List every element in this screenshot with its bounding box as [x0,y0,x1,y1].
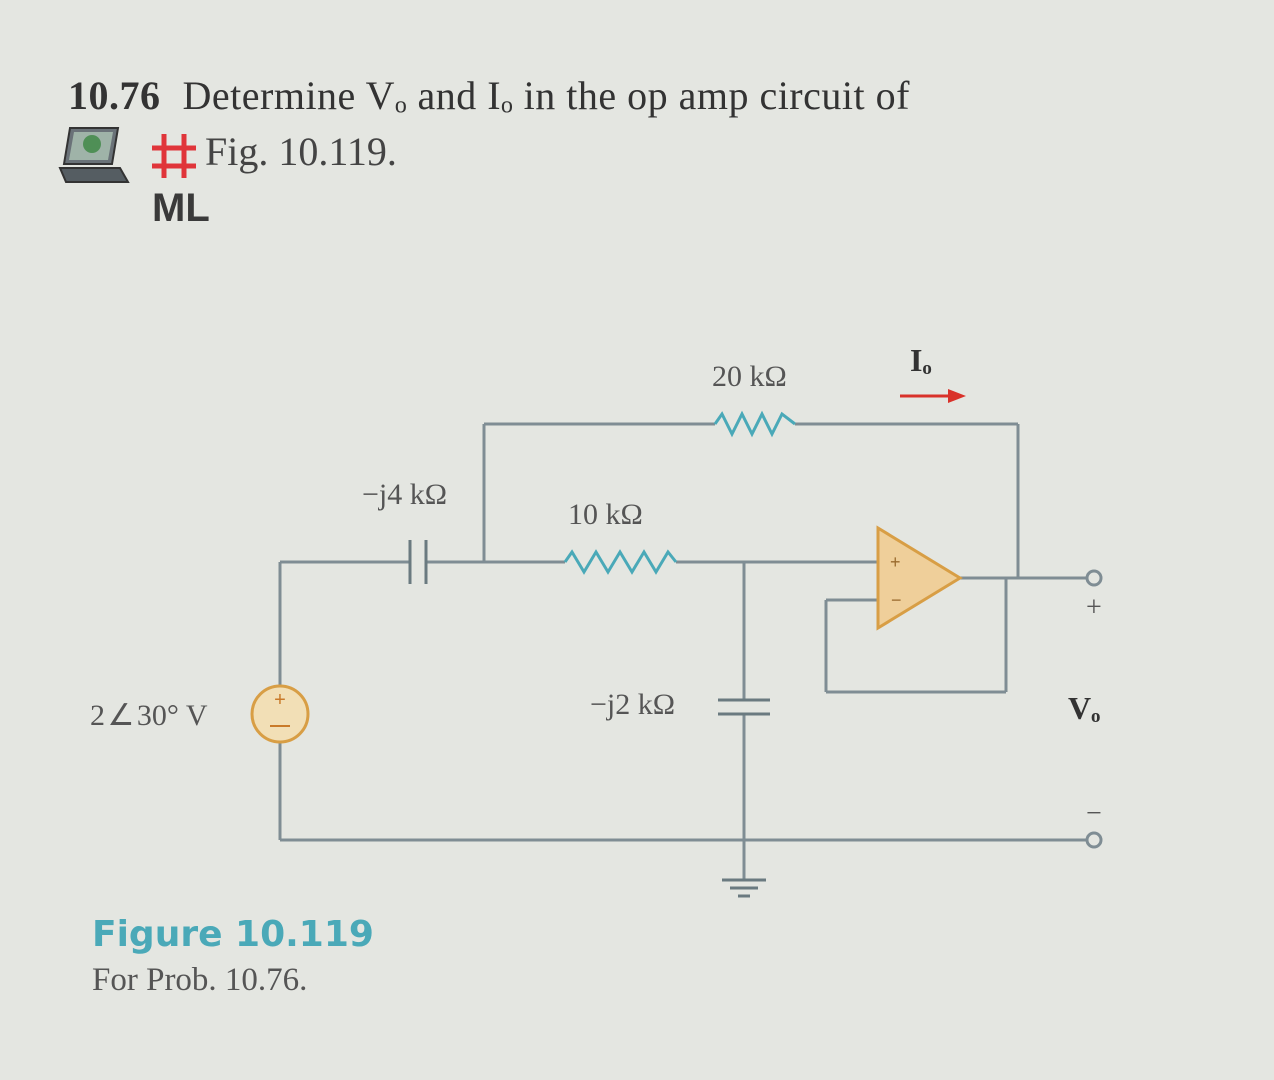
capacitor-j2k [718,698,770,716]
hash-icon [152,134,196,178]
current-label: Iₒ [910,342,932,378]
capacitor-j4k [408,540,428,584]
resistor-20k-label: 20 kΩ [712,360,787,393]
problem-text: Determine Vₒ and Iₒ in the op amp circui… [182,73,910,118]
capacitor-j2k-label: −j2 kΩ [590,688,676,721]
figure-caption: For Prob. 10.76. [92,962,308,998]
problem-statement: 10.76 Determine Vₒ and Iₒ in the op amp c… [68,72,910,119]
op-amp: + − [876,525,963,631]
resistor-10k-label: 10 kΩ [568,498,643,531]
figure-title: Figure 10.119 [92,914,374,955]
problem-number: 10.76 [68,73,161,118]
output-terminal-bottom [1085,831,1103,849]
opamp-plus: + [890,552,901,572]
figure-reference: Fig. 10.119. [205,129,397,174]
laptop-icon [58,127,130,183]
current-arrow-icon [900,389,966,403]
resistor-10k [563,549,678,575]
source-label: 2 ∠ 30° V [90,699,208,732]
output-plus-sign: + [1086,592,1102,623]
output-terminal-top [1085,569,1103,587]
wires [278,422,1088,880]
capacitor-j4k-label: −j4 kΩ [362,478,448,511]
output-minus-sign: − [1086,798,1102,829]
voltage-source: + [250,684,310,744]
source-plus-sign: + [274,689,286,711]
resistor-20k [713,410,796,438]
ground-icon [722,878,766,898]
ml-badge: ML [152,186,210,230]
output-voltage-label: Vₒ [1068,690,1101,726]
opamp-minus: − [891,590,902,610]
